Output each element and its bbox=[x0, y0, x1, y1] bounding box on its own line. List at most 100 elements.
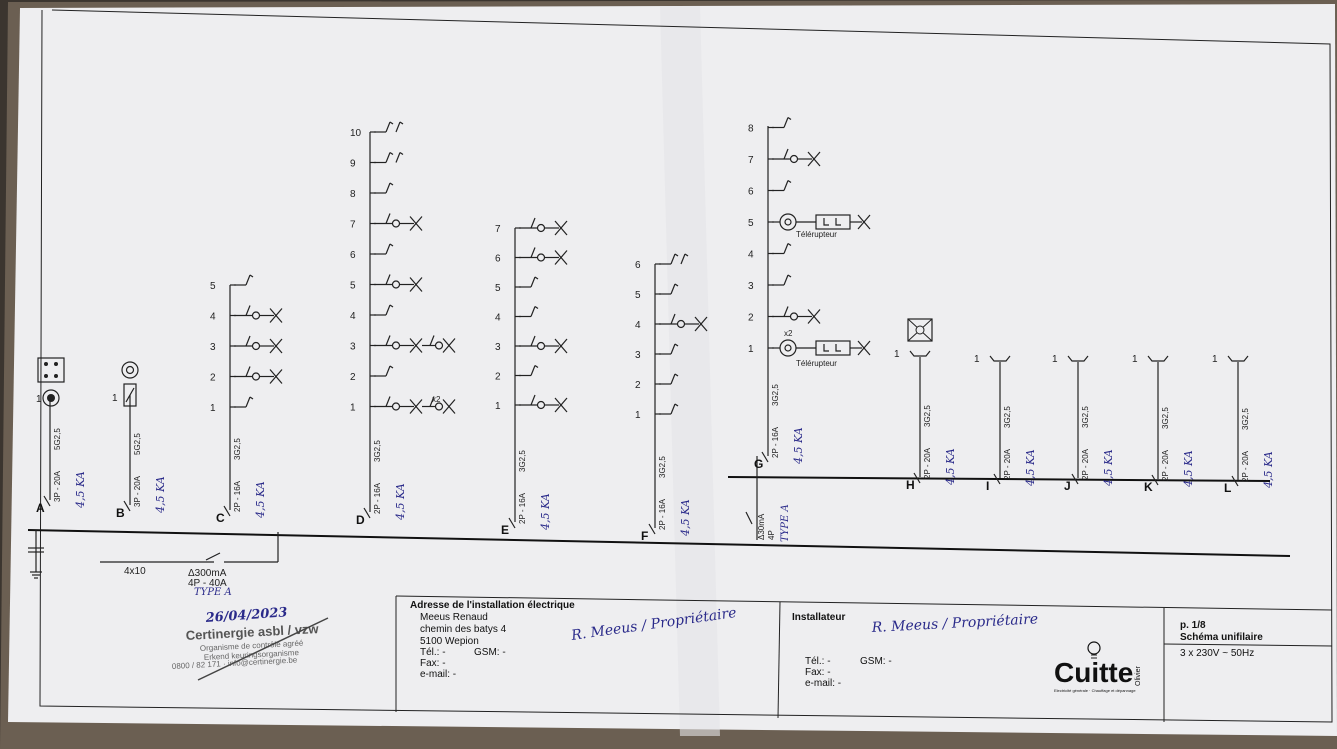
point-number: 1 bbox=[635, 410, 641, 421]
outlet-icon bbox=[1227, 355, 1249, 362]
breaker-icon bbox=[913, 472, 921, 484]
circuit-cable: 3G2,5 bbox=[373, 440, 382, 462]
main-rcd: Δ300mA bbox=[188, 568, 227, 579]
owner-street: chemin des batys 4 bbox=[420, 624, 507, 635]
relay-label-5: Télérupteur bbox=[796, 230, 837, 239]
breaker-icon bbox=[223, 505, 231, 517]
point-number: 7 bbox=[495, 224, 501, 235]
circuit-breaker: 2P - 16A bbox=[373, 482, 382, 514]
switch-icon bbox=[670, 313, 676, 325]
point-number: 1 bbox=[748, 344, 754, 355]
point-number: 3 bbox=[210, 342, 216, 353]
owner-gsm: GSM: - bbox=[474, 647, 506, 658]
outlet-icon bbox=[1147, 355, 1169, 362]
breaker-icon bbox=[1071, 473, 1079, 485]
point-number: 1 bbox=[36, 394, 42, 405]
installer-logo-side: Olivier bbox=[1135, 665, 1142, 686]
circuit-breaker: 2P - 20A bbox=[1241, 450, 1250, 482]
heater-icon bbox=[907, 318, 933, 342]
circuit-id: H bbox=[906, 478, 915, 492]
installer-tel: Tél.: - bbox=[805, 656, 831, 667]
point-number: 5 bbox=[350, 281, 356, 292]
bulb-logo-icon bbox=[1087, 641, 1101, 659]
switch-icon bbox=[385, 213, 391, 224]
switch-icon bbox=[783, 306, 789, 317]
point-number: 8 bbox=[350, 189, 356, 200]
point-number: 2 bbox=[495, 372, 501, 383]
circuit-rating: 4,5 KA bbox=[74, 471, 87, 509]
installer-fax: Fax: - bbox=[805, 667, 831, 678]
circuit-breaker: 3P - 20A bbox=[53, 470, 62, 502]
circuit-rating: 4,5 KA bbox=[792, 427, 805, 465]
circuit-cable: 3G2,5 bbox=[518, 450, 527, 472]
sheet-page: p. 1/8 bbox=[1180, 620, 1206, 631]
circuit-breaker: 2P - 16A bbox=[233, 480, 242, 512]
point-number: 5 bbox=[495, 283, 501, 294]
main-breaker: 4P - 40A bbox=[188, 578, 227, 589]
switch-icon bbox=[530, 306, 536, 317]
circuit-rating: 4,5 KA bbox=[1182, 450, 1195, 488]
breaker-icon bbox=[508, 517, 516, 529]
socket-icon bbox=[37, 357, 65, 383]
switch-icon bbox=[783, 117, 789, 128]
breaker-icon bbox=[363, 507, 371, 519]
point-number: 8 bbox=[748, 124, 754, 135]
installer-logo: Cuitte bbox=[1054, 657, 1133, 688]
circuit-cable: 3G2,5 bbox=[658, 456, 667, 478]
point-number: 10 bbox=[350, 128, 362, 139]
point-number: 4 bbox=[748, 250, 754, 261]
circuit-cable: 3G2,5 bbox=[1081, 406, 1090, 428]
owner-email: e-mail: - bbox=[420, 669, 456, 680]
switch-icon bbox=[783, 180, 789, 191]
sheet-title: Schéma unifilaire bbox=[1180, 632, 1263, 643]
main-cable: 4x10 bbox=[124, 566, 146, 577]
circuit-rating: 4,5 KA bbox=[1102, 449, 1115, 487]
circuit-id: J bbox=[1064, 479, 1071, 493]
switch-icon bbox=[670, 343, 676, 355]
circuit-id: A bbox=[36, 501, 45, 515]
sub-rcd-poles: 4P bbox=[767, 530, 776, 540]
switch-icon bbox=[245, 396, 251, 408]
switch-icon bbox=[245, 305, 251, 316]
circuit-cable: 3G2,5 bbox=[233, 438, 242, 460]
switch-icon bbox=[385, 274, 391, 285]
circuit-rating: 4,5 KA bbox=[944, 448, 957, 486]
point-number: 1 bbox=[112, 393, 118, 404]
point-number: 6 bbox=[350, 250, 356, 261]
circuit-cable: 3G2,5 bbox=[1241, 408, 1250, 430]
point-number: 1 bbox=[894, 349, 900, 360]
point-number: 7 bbox=[748, 155, 754, 166]
breaker-icon bbox=[761, 451, 769, 463]
point-number: 3 bbox=[748, 281, 754, 292]
circuit-cable: 3G2,5 bbox=[923, 405, 932, 427]
stamp-date: 26/04/2023 bbox=[204, 605, 288, 626]
switch-icon bbox=[385, 243, 391, 255]
breaker-icon bbox=[993, 473, 1001, 485]
main-supply: 4x10 Δ300mA 4P - 40A TYPE A bbox=[28, 530, 279, 598]
circuit-breaker: 2P - 16A bbox=[518, 492, 527, 524]
circuit-id: I bbox=[986, 479, 989, 493]
switch-icon bbox=[670, 283, 676, 295]
installer-gsm: GSM: - bbox=[860, 656, 892, 667]
switch-icon bbox=[385, 182, 391, 194]
owner-name: Meeus Renaud bbox=[420, 612, 488, 623]
switch-icon bbox=[245, 335, 251, 347]
circuit-id: E bbox=[501, 523, 509, 537]
circuit-breaker: 2P - 20A bbox=[1003, 448, 1012, 480]
circuit-rating: 4,5 KA bbox=[679, 499, 692, 537]
circuit-breaker: 3P - 20A bbox=[133, 475, 142, 507]
installer-heading: Installateur bbox=[792, 612, 845, 623]
outlet-icon bbox=[909, 350, 931, 357]
point-number: 1 bbox=[210, 403, 216, 414]
